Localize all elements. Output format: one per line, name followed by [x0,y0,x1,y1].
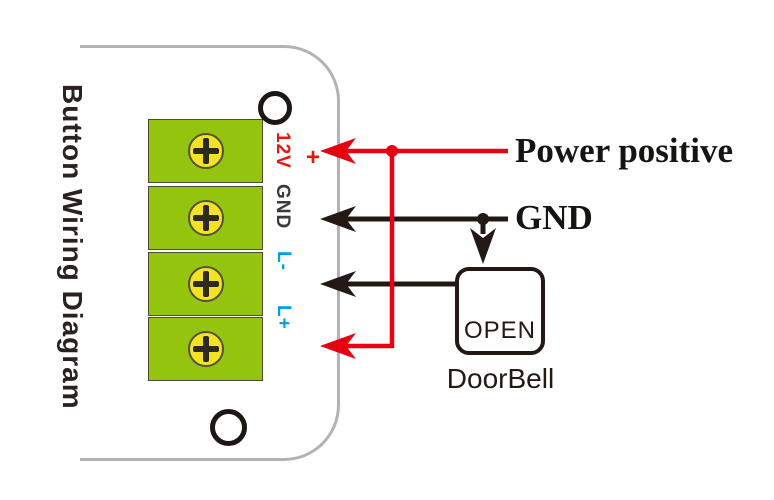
screw-icon [187,200,224,236]
terminal-block-l-minus [148,252,263,316]
terminal-block-l-plus [148,317,263,381]
arrow-down-icon [470,228,496,264]
l-plus-wire [340,151,395,349]
pin-label-l-minus: L- [273,251,294,271]
terminal-block-gnd [148,186,263,250]
power-positive-label: Power positive [515,131,734,170]
mounting-hole-top-icon [258,91,292,125]
doorbell-box: OPEN [455,267,545,355]
device-outline [80,45,340,461]
polarity-plus-label: + [306,144,321,171]
screw-icon [187,331,224,367]
pin-label-12v: 12V [272,132,293,169]
junction-dot [477,213,489,225]
pin-label-gnd: GND [272,184,293,230]
diagram-title: Button Wiring Diagram [57,84,88,410]
mounting-hole-bottom-icon [210,409,247,446]
arrow-left-icon [320,333,356,359]
arrow-left-icon [320,271,356,297]
arrow-left-icon [320,138,356,164]
terminal-block-12v [148,119,263,183]
screw-icon [187,133,224,169]
pin-label-l-plus: L+ [273,305,294,330]
screw-icon [187,266,224,302]
doorbell-caption: DoorBell [446,363,555,394]
doorbell-open-label: OPEN [463,317,536,344]
arrow-left-icon [320,206,356,232]
gnd-label: GND [515,198,593,237]
junction-dot [386,145,398,157]
